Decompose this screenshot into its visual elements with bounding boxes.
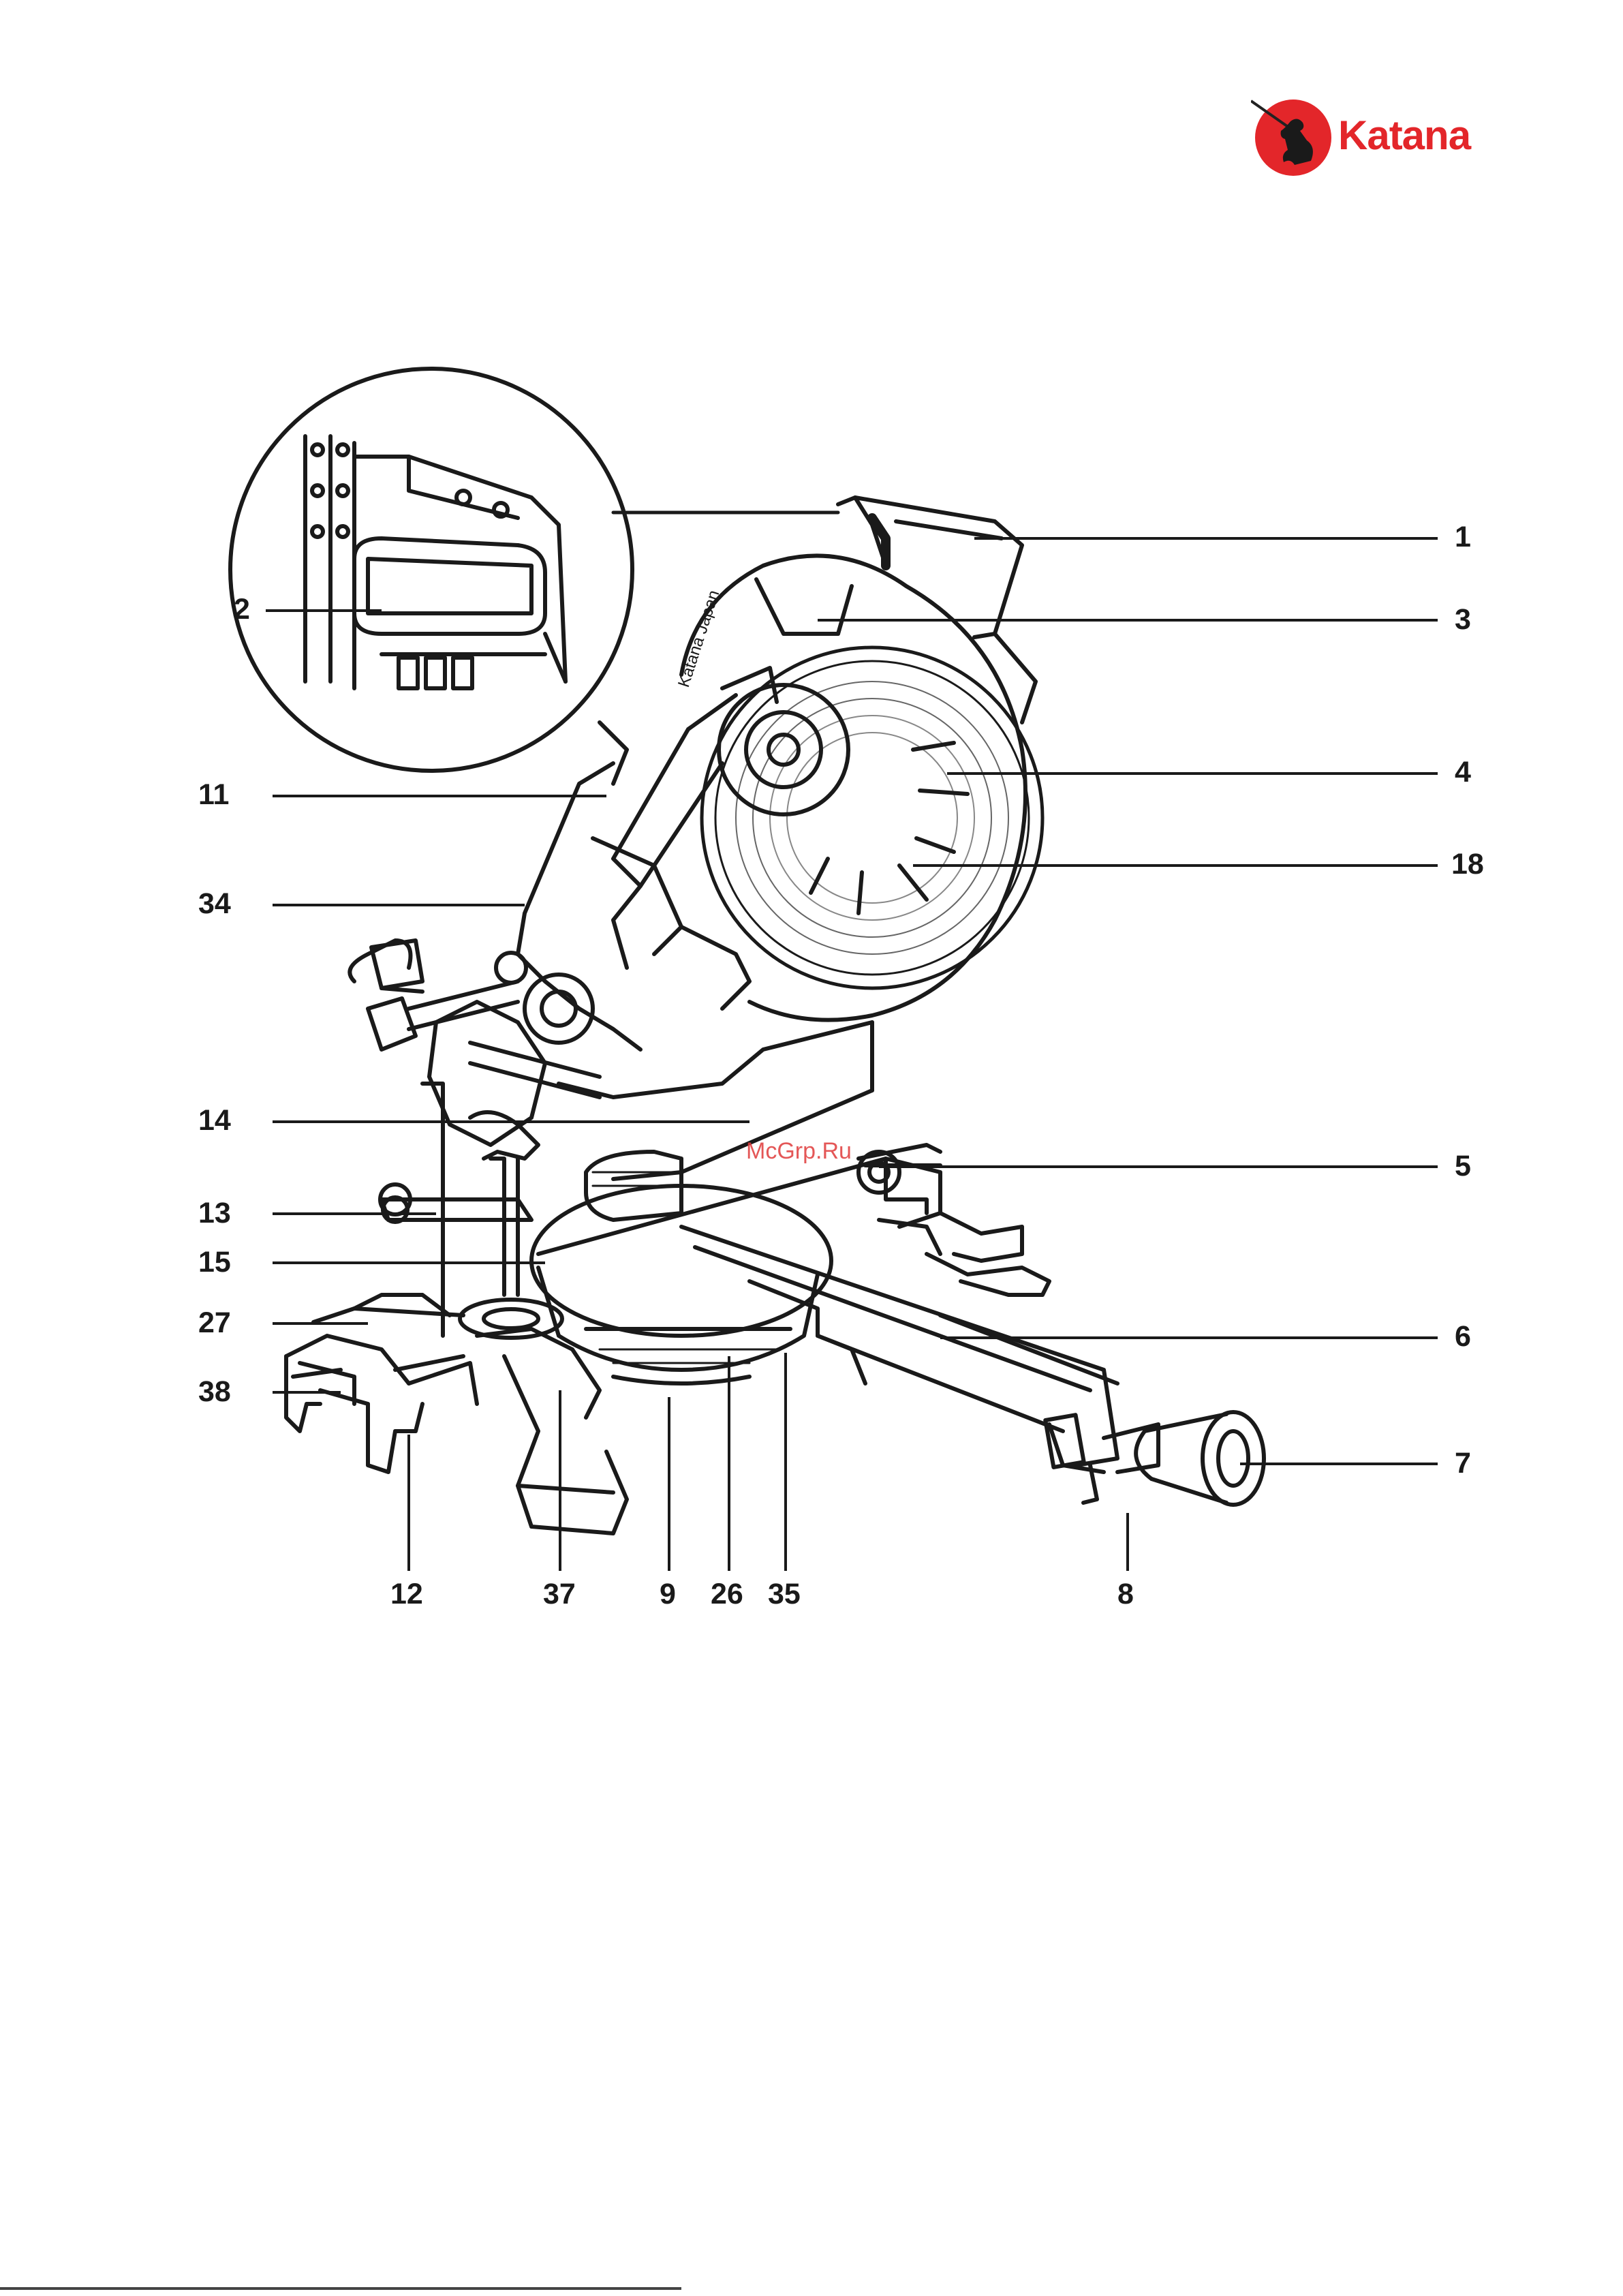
callout-26: 26 bbox=[711, 1580, 743, 1609]
saw-blade bbox=[702, 647, 1042, 988]
callout-7: 7 bbox=[1455, 1449, 1471, 1478]
leader-lines bbox=[266, 538, 1438, 1571]
saw-base bbox=[477, 1213, 1049, 1533]
callout-6: 6 bbox=[1455, 1322, 1471, 1351]
callout-37: 37 bbox=[543, 1580, 576, 1609]
callout-3: 3 bbox=[1455, 605, 1471, 634]
slide-rails bbox=[368, 940, 600, 1097]
bevel-lock-knob bbox=[1104, 1412, 1264, 1505]
callout-27: 27 bbox=[198, 1308, 231, 1338]
callout-13: 13 bbox=[198, 1199, 231, 1228]
footer-rule bbox=[0, 2287, 681, 2290]
callout-18: 18 bbox=[1451, 850, 1484, 879]
watermark-text: McGrp.Ru bbox=[746, 1138, 852, 1165]
left-extension bbox=[286, 1336, 477, 1472]
top-handle bbox=[838, 498, 1036, 722]
callout-38: 38 bbox=[198, 1377, 231, 1407]
callout-34: 34 bbox=[198, 889, 231, 919]
callout-9: 9 bbox=[660, 1580, 676, 1609]
callout-14: 14 bbox=[198, 1106, 231, 1135]
callout-12: 12 bbox=[390, 1580, 423, 1609]
callout-5: 5 bbox=[1455, 1152, 1471, 1181]
handle-detail-inset bbox=[230, 369, 632, 771]
callout-15: 15 bbox=[198, 1248, 231, 1277]
callout-4: 4 bbox=[1455, 758, 1471, 787]
callout-8: 8 bbox=[1117, 1580, 1134, 1609]
slide-rail-extension bbox=[681, 1227, 1117, 1503]
callout-35: 35 bbox=[768, 1580, 801, 1609]
callout-1: 1 bbox=[1455, 523, 1471, 552]
arbor-hub bbox=[613, 668, 848, 886]
callout-11: 11 bbox=[198, 780, 229, 810]
blade-logo-text: Katana Japan bbox=[675, 588, 723, 690]
callout-2: 2 bbox=[234, 595, 250, 624]
